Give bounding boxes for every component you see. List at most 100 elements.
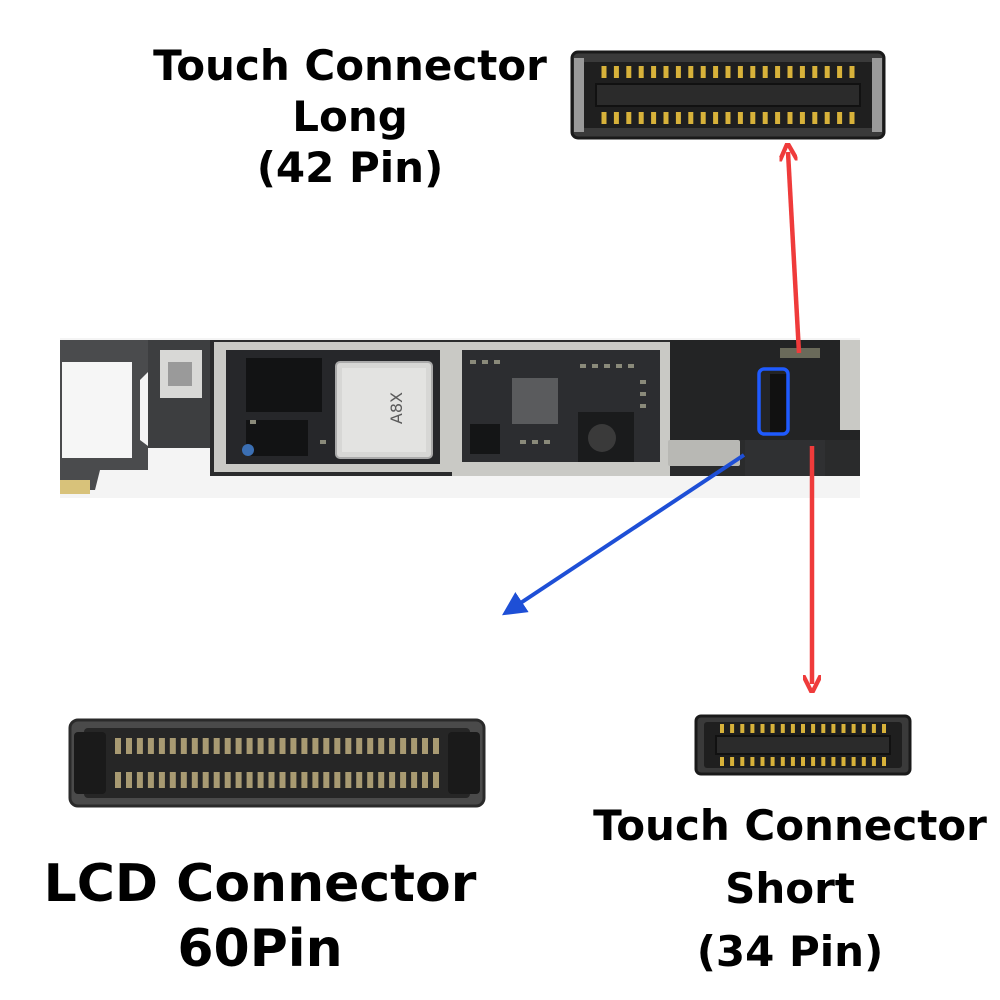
connector-pin (323, 772, 330, 788)
connector-pin (235, 772, 242, 788)
connector-pin (224, 772, 231, 788)
connector-pin (787, 112, 793, 124)
connector-pin (812, 66, 818, 78)
board-pad (470, 360, 476, 364)
connector-pin (626, 66, 632, 78)
connector-pin (356, 738, 363, 754)
connector-pin (312, 772, 319, 788)
lcd-connector-label: LCD Connector 60Pin (30, 852, 490, 982)
connector-pin (730, 724, 735, 733)
connector-highlight-box (757, 367, 790, 436)
connector-pin (290, 772, 297, 788)
label-line: 60Pin (177, 919, 343, 979)
connector-pin (651, 66, 657, 78)
connector-pin (389, 772, 396, 788)
connector-pin (740, 724, 745, 733)
connector-pin (730, 757, 735, 766)
connector-pin (740, 757, 745, 766)
board-pad (592, 364, 598, 368)
connector-pin (841, 757, 846, 766)
board-pad (604, 364, 610, 368)
board-pad (640, 380, 646, 384)
connector-pin (345, 738, 352, 754)
connector-pin (760, 724, 765, 733)
connector-pin (688, 66, 694, 78)
connector-pin (787, 66, 793, 78)
connector-pin (790, 757, 795, 766)
connector-pin (257, 772, 264, 788)
connector-pin (433, 738, 439, 754)
touch-connector-long-label: Touch Connector Long (42 Pin) (120, 40, 580, 194)
connector-pin (713, 66, 719, 78)
connector-pin (663, 66, 669, 78)
connector-pin (720, 757, 724, 766)
connector-pin (799, 66, 805, 78)
connector-pin (841, 724, 846, 733)
label-line: Long (292, 92, 408, 142)
connector-pin (136, 738, 143, 754)
connector-pin (638, 66, 644, 78)
label-line: Touch Connector (593, 801, 987, 850)
connector-pin (750, 112, 756, 124)
label-line: Touch Connector (153, 41, 547, 90)
connector-pin (246, 772, 253, 788)
connector-pin (213, 738, 220, 754)
connector-pin (158, 738, 165, 754)
connector-pin (626, 112, 632, 124)
connector-pin (861, 724, 866, 733)
board-pad (628, 364, 634, 368)
connector-pin (882, 757, 886, 766)
connector-pin (799, 112, 805, 124)
board-pad (640, 404, 646, 408)
connector-pin (115, 772, 121, 788)
connector-pin (812, 112, 818, 124)
connector-pin (651, 112, 657, 124)
label-line: (34 Pin) (696, 927, 884, 976)
connector-pin (882, 724, 886, 733)
connector-pin (700, 66, 706, 78)
connector-pin (433, 772, 439, 788)
connector-pin (737, 112, 743, 124)
board-pad (580, 364, 586, 368)
board-pad (482, 360, 488, 364)
connector-pin (213, 772, 220, 788)
connector-pin (713, 112, 719, 124)
connector-pin (675, 112, 681, 124)
connector-pin (345, 772, 352, 788)
connector-pin (725, 66, 731, 78)
connector-pin (235, 738, 242, 754)
label-line: Short (725, 864, 855, 913)
connector-pin (268, 772, 275, 788)
connector-pin (831, 757, 836, 766)
connector-pin (136, 772, 143, 788)
connector-pin (801, 724, 805, 733)
connector-pin (780, 757, 785, 766)
connector-pin (871, 724, 876, 733)
lcd-connector-icon (68, 718, 486, 808)
connector-pin (770, 757, 775, 766)
board-pad (494, 360, 500, 364)
connector-pin (638, 112, 644, 124)
connector-pin (422, 738, 428, 754)
connector-pin (821, 757, 826, 766)
connector-pin (750, 66, 756, 78)
touch-connector-short-icon (694, 714, 912, 776)
connector-pin (824, 112, 830, 124)
connector-pin (422, 772, 428, 788)
connector-pin (613, 66, 619, 78)
arrow-to-long-connector (788, 152, 802, 354)
connector-pin (290, 738, 297, 754)
connector-pin (246, 738, 253, 754)
connector-pin (191, 738, 198, 754)
connector-pin (861, 757, 866, 766)
connector-pin (202, 772, 209, 788)
connector-pin (762, 66, 768, 78)
connector-pin (663, 112, 669, 124)
connector-pin (851, 757, 856, 766)
connector-pin (169, 772, 176, 788)
connector-pin (147, 772, 154, 788)
connector-pin (725, 112, 731, 124)
chip-marking: A8X (387, 392, 406, 424)
connector-pin (824, 66, 830, 78)
connector-pin (202, 738, 209, 754)
